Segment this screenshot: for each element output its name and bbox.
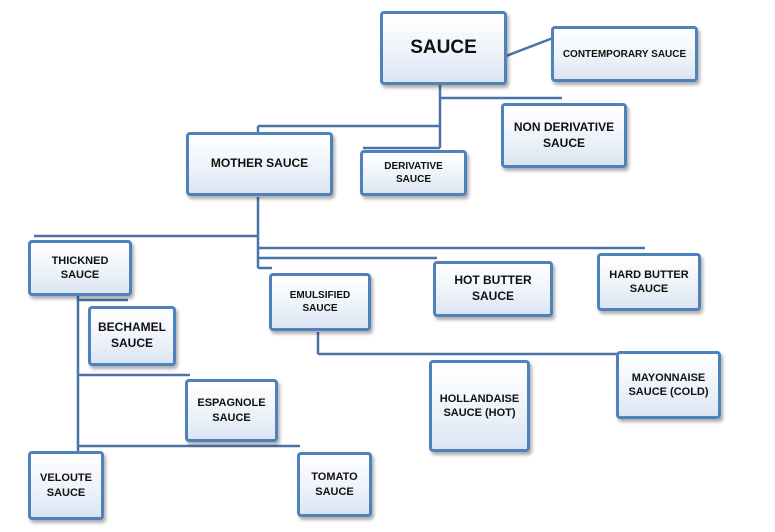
node-label: EMULSIFIED SAUCE	[289, 290, 351, 314]
node-espagnole-sauce: ESPAGNOLE SAUCE	[185, 379, 278, 442]
node-label: CONTEMPORARY SAUCE	[562, 48, 687, 60]
node-emulsified-sauce: EMULSIFIED SAUCE	[269, 273, 371, 331]
node-sauce: SAUCE	[380, 11, 507, 85]
node-mother-sauce: MOTHER SAUCE	[186, 132, 333, 196]
node-label: DERIVATIVE SAUCE	[384, 161, 443, 185]
node-veloute-sauce: VELOUTE SAUCE	[28, 451, 104, 520]
node-label: MOTHER SAUCE	[210, 156, 309, 171]
node-tomato-sauce: TOMATO SAUCE	[297, 452, 372, 517]
node-label: ESPAGNOLE SAUCE	[197, 397, 266, 424]
node-label: HOT BUTTER SAUCE	[454, 273, 532, 303]
node-non-derivative-sauce: NON DERIVATIVE SAUCE	[501, 103, 627, 168]
node-label: SAUCE	[410, 36, 477, 58]
node-mayonnaise-sauce: MAYONNAISE SAUCE (COLD)	[616, 351, 721, 419]
node-hollandaise-sauce: HOLLANDAISE SAUCE (HOT)	[429, 360, 530, 452]
node-contemporary-sauce: CONTEMPORARY SAUCE	[551, 26, 698, 82]
node-label: THICKNED SAUCE	[51, 254, 109, 281]
node-thickned-sauce: THICKNED SAUCE	[28, 240, 132, 296]
node-label: MAYONNAISE SAUCE (COLD)	[628, 371, 709, 398]
node-derivative-sauce: DERIVATIVE SAUCE	[360, 150, 467, 196]
connector-line	[505, 36, 554, 58]
connector-lines	[34, 36, 645, 458]
node-label: HOLLANDAISE SAUCE (HOT)	[439, 392, 520, 419]
node-label: VELOUTE SAUCE	[40, 472, 92, 499]
node-bechamel-sauce: BECHAMEL SAUCE	[88, 306, 176, 366]
node-label: NON DERIVATIVE SAUCE	[513, 119, 615, 150]
node-label: BECHAMEL SAUCE	[98, 320, 166, 350]
node-label: TOMATO SAUCE	[311, 471, 358, 498]
node-label: HARD BUTTER SAUCE	[609, 268, 689, 295]
node-hard-butter-sauce: HARD BUTTER SAUCE	[597, 253, 701, 311]
node-hot-butter-sauce: HOT BUTTER SAUCE	[433, 261, 553, 317]
